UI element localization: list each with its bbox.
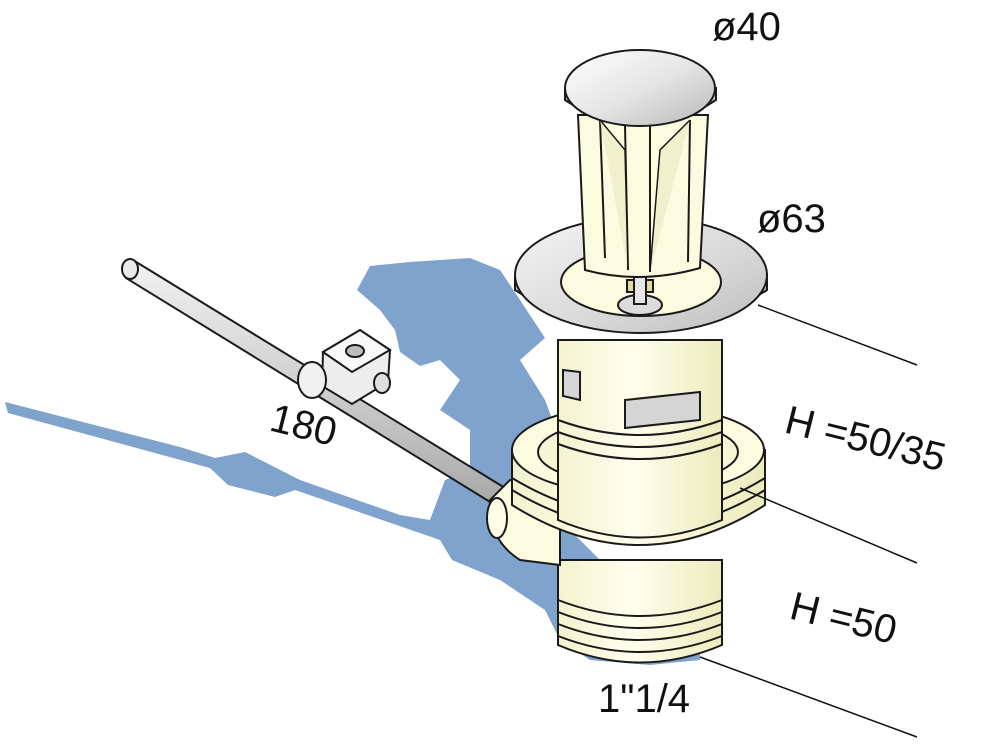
body-window xyxy=(624,390,701,430)
cast-shadow xyxy=(5,258,700,665)
height-upper-label: H =50/35 xyxy=(781,398,950,480)
rod-clamp xyxy=(297,328,392,406)
flange-diameter-label: ø63 xyxy=(757,197,826,241)
plug-guide xyxy=(576,114,710,279)
clamp-hole xyxy=(345,344,365,358)
clamp-ring xyxy=(297,361,327,399)
cap-diameter-label: ø40 xyxy=(712,5,781,49)
rod-end xyxy=(121,258,139,280)
lower-threaded-body xyxy=(557,559,723,664)
leader-nut xyxy=(739,487,918,564)
rod-length-label: 180 xyxy=(266,396,341,455)
clamp-screw xyxy=(373,372,391,394)
leader-thread xyxy=(699,656,918,738)
drain-body xyxy=(486,339,766,664)
cap-top xyxy=(564,49,716,127)
leader-flange xyxy=(757,304,918,366)
height-lower-label: H =50 xyxy=(786,584,901,653)
leader-lines xyxy=(699,304,918,738)
middle-threaded-body xyxy=(557,339,723,539)
plug-cap xyxy=(564,49,717,127)
shadow-shape xyxy=(5,258,700,665)
thread-size-label: 1"1/4 xyxy=(598,677,690,721)
elbow-mouth xyxy=(486,497,508,539)
